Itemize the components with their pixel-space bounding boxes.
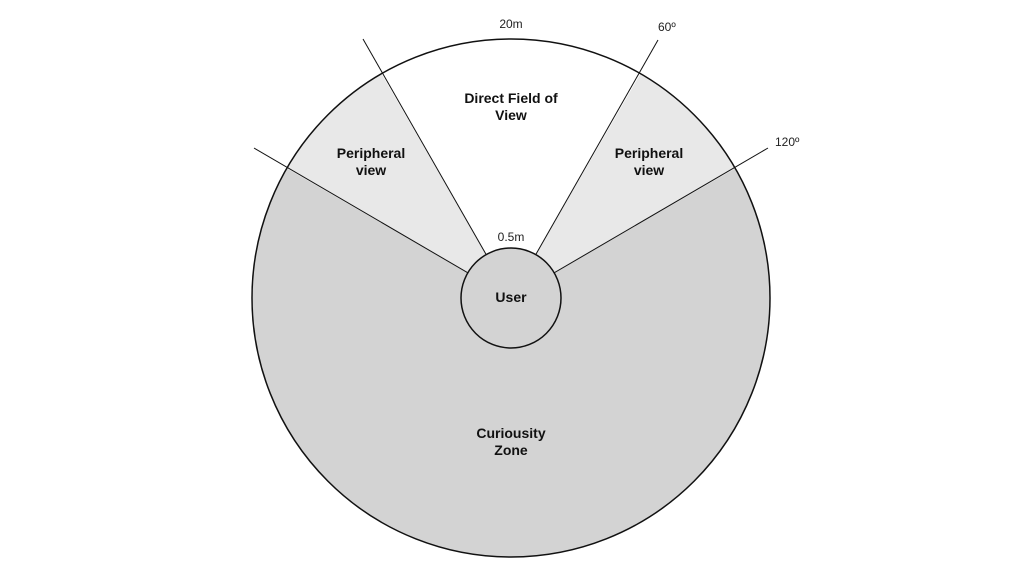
user-circle: [460, 247, 562, 349]
peripheral-left-label-line1: Peripheral: [337, 145, 405, 161]
peripheral-left-label-line2: view: [356, 162, 386, 178]
angle-60-label: 60º: [658, 20, 676, 34]
inner-radius-label: 0.5m: [498, 230, 525, 244]
outer-circle-outline: [251, 38, 771, 558]
angle-120-label: 120º: [775, 135, 800, 149]
peripheral-right-label-line2: view: [634, 162, 664, 178]
direct-field-of-view-label-line1: Direct Field of: [464, 90, 558, 106]
direct-field-of-view-wedge: [381, 39, 641, 298]
outer-radius-label: 20m: [499, 17, 522, 31]
curiosity-zone-label-line1: Curiousity: [476, 425, 545, 441]
user-label: User: [495, 289, 527, 305]
direct-field-of-view-label-line2: View: [495, 107, 527, 123]
peripheral-right-label-line1: Peripheral: [615, 145, 683, 161]
curiosity-zone-label-line2: Zone: [494, 442, 528, 458]
